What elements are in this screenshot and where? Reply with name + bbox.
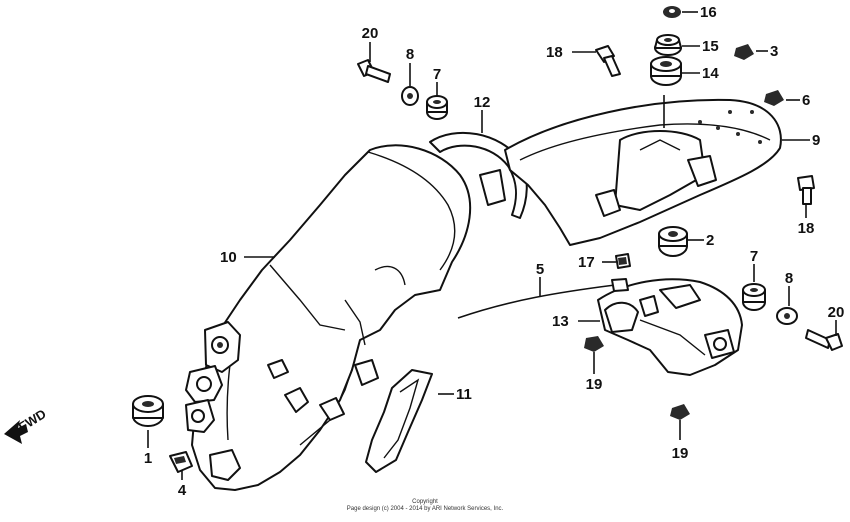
callout-20-upper: 20 bbox=[362, 25, 379, 42]
washer-part-8-upper[interactable] bbox=[401, 86, 419, 106]
collar-part-7-upper[interactable] bbox=[426, 95, 448, 120]
rubber-part-14[interactable] bbox=[650, 56, 682, 86]
leader-lines bbox=[147, 11, 837, 480]
reflector-part-11[interactable] bbox=[365, 369, 433, 473]
callout-1: 1 bbox=[144, 450, 152, 467]
bolt-part-18-lower[interactable] bbox=[797, 175, 815, 205]
callout-11: 11 bbox=[456, 386, 472, 403]
callout-6: 6 bbox=[802, 92, 810, 109]
forward-arrow-icon bbox=[4, 420, 28, 444]
callout-19-lower: 19 bbox=[672, 445, 689, 462]
callout-10: 10 bbox=[220, 249, 237, 266]
copyright-notice: Copyright Page design (c) 2004 - 2014 by… bbox=[0, 499, 850, 513]
bolt-part-20-lower[interactable] bbox=[805, 329, 843, 351]
nut-part-6[interactable] bbox=[764, 90, 784, 106]
washer-part-16[interactable] bbox=[663, 6, 681, 18]
collar-part-7-lower[interactable] bbox=[742, 283, 766, 311]
callout-3: 3 bbox=[770, 43, 778, 60]
callout-7-lower: 7 bbox=[750, 248, 758, 265]
collar-part-15[interactable] bbox=[654, 34, 682, 56]
bracket-part-12[interactable] bbox=[429, 131, 528, 219]
callout-12: 12 bbox=[474, 94, 491, 111]
callout-9: 9 bbox=[812, 132, 820, 149]
bolt-part-18-upper[interactable] bbox=[595, 45, 621, 77]
callout-8-upper: 8 bbox=[406, 46, 414, 63]
washer-part-8-lower[interactable] bbox=[776, 307, 798, 325]
callout-16: 16 bbox=[700, 4, 717, 21]
copyright-line-1: Copyright bbox=[412, 499, 438, 505]
nut-part-3[interactable] bbox=[734, 44, 754, 60]
rubber-part-2[interactable] bbox=[658, 226, 688, 257]
callout-7-upper: 7 bbox=[433, 66, 441, 83]
cable-part-5[interactable] bbox=[457, 278, 629, 319]
callout-5: 5 bbox=[536, 261, 544, 278]
callout-15: 15 bbox=[702, 38, 719, 55]
clip-part-4[interactable] bbox=[169, 451, 193, 473]
forward-indicator: FWD bbox=[4, 406, 49, 444]
callout-4: 4 bbox=[178, 482, 187, 499]
callout-labels: 1 2 3 4 5 6 7 7 8 8 9 10 11 12 13 14 15 … bbox=[144, 4, 845, 499]
callout-18-upper: 18 bbox=[546, 44, 563, 61]
nut-part-19-lower[interactable] bbox=[670, 404, 690, 420]
bracket-assembly-part-13[interactable] bbox=[597, 278, 743, 376]
rear-fender-part-10[interactable] bbox=[185, 144, 472, 491]
callout-17: 17 bbox=[578, 254, 595, 271]
fwd-label: FWD bbox=[16, 406, 49, 434]
callout-19-upper: 19 bbox=[586, 376, 603, 393]
callout-18-lower: 18 bbox=[798, 220, 815, 237]
callout-8-lower: 8 bbox=[785, 270, 793, 287]
callout-13: 13 bbox=[552, 313, 569, 330]
callout-2: 2 bbox=[706, 232, 714, 249]
nut-part-19-upper[interactable] bbox=[584, 336, 604, 352]
grommet-part-1[interactable] bbox=[132, 395, 164, 427]
tail-housing-part-9[interactable] bbox=[504, 95, 782, 246]
callout-20-lower: 20 bbox=[828, 304, 845, 321]
callout-14: 14 bbox=[702, 65, 719, 82]
nut-part-17[interactable] bbox=[615, 253, 631, 269]
bolt-part-20-upper[interactable] bbox=[357, 59, 391, 83]
copyright-line-2: Page design (c) 2004 - 2014 by ARI Netwo… bbox=[346, 506, 504, 512]
